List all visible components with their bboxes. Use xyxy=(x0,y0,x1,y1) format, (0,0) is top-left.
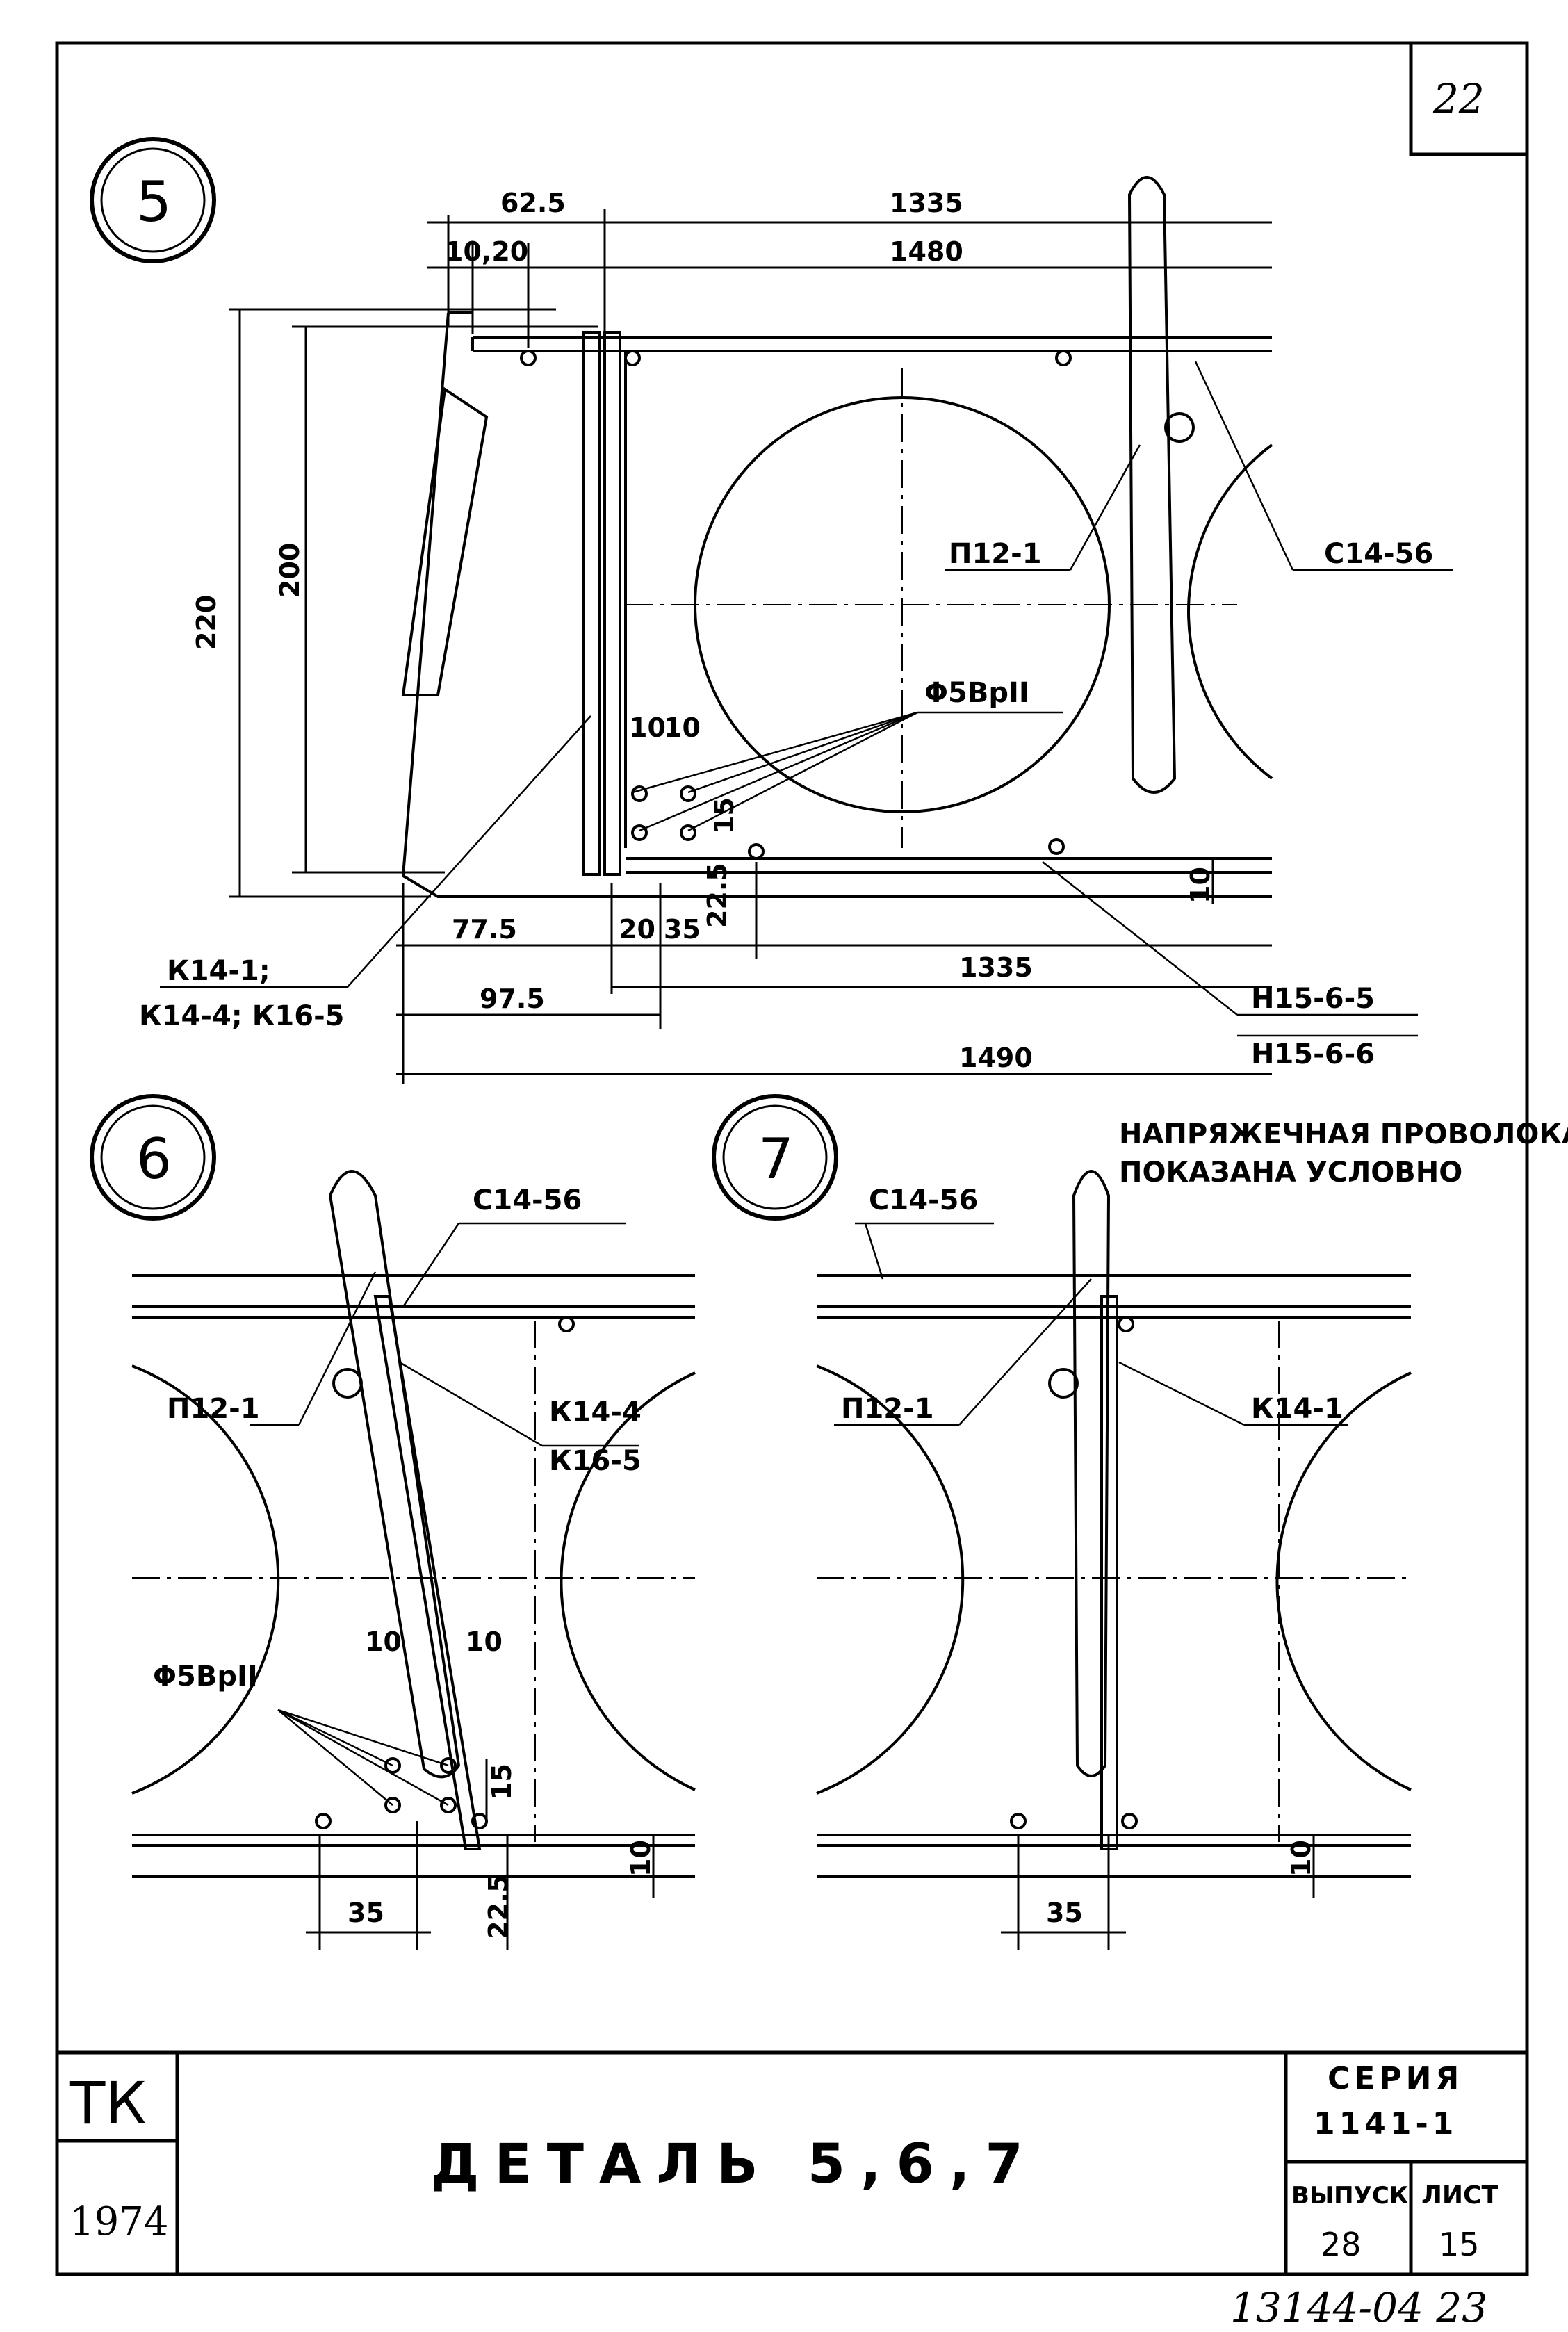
detail-5-dim-220: 220 xyxy=(191,595,222,650)
drawing-title: ДЕТАЛЬ 5,6,7 xyxy=(431,2133,1038,2196)
detail-6-dim-10-right: 10 xyxy=(626,1840,656,1877)
series-label: СЕРИЯ xyxy=(1328,2061,1463,2096)
detail-6-dim-15: 15 xyxy=(487,1763,517,1800)
detail-5-label-k14-1: К14-1; xyxy=(167,955,270,987)
detail-5-dim-20: 20 xyxy=(619,914,655,945)
detail-5-number-circle xyxy=(90,137,216,263)
detail-6-label-c14: С14-56 xyxy=(473,1184,582,1216)
detail-7-number: 7 xyxy=(758,1127,794,1191)
detail-6-label-phi: Φ5ВрII xyxy=(153,1661,258,1693)
year: 1974 xyxy=(70,2199,169,2244)
sheet-number: 22 xyxy=(1432,75,1485,122)
sheet-label: ЛИСТ xyxy=(1421,2181,1498,2210)
detail-5-dim-15: 15 xyxy=(709,797,740,834)
detail-5-dim-62: 62.5 xyxy=(500,188,566,218)
detail-7-label-p12: П12-1 xyxy=(841,1393,934,1425)
detail-6-label-k14-4: К14-4 xyxy=(549,1396,642,1428)
series-value: 1141-1 xyxy=(1314,2106,1457,2142)
detail-7-number-circle xyxy=(712,1094,838,1221)
detail-6-label-k16-5: К16-5 xyxy=(549,1445,642,1477)
detail-5-dim-35: 35 xyxy=(664,914,701,945)
sheet-value: 15 xyxy=(1439,2226,1480,2263)
detail-7-note-line-1: НАПРЯЖЕЧНАЯ ПРОВОЛОКА xyxy=(1119,1118,1568,1150)
detail-5-label-n15-6: Н15-6-6 xyxy=(1251,1038,1375,1070)
detail-6-label-p12: П12-1 xyxy=(167,1393,260,1425)
detail-7-note-line-2: ПОКАЗАНА УСЛОВНО xyxy=(1119,1157,1462,1189)
detail-6-dim-35: 35 xyxy=(348,1898,384,1928)
detail-7-dim-35: 35 xyxy=(1046,1898,1083,1928)
detail-5-dim-1335-top: 1335 xyxy=(890,188,963,218)
detail-7: 7 НАПРЯЖЕЧНАЯ ПРОВОЛОКА ПОКАЗАНА УСЛОВНО xyxy=(712,1094,1568,1950)
title-block xyxy=(57,2053,1527,2274)
issue-label: ВЫПУСК xyxy=(1291,2182,1409,2210)
detail-7-label-k14-1: К14-1 xyxy=(1251,1393,1344,1425)
detail-5-dim-1480: 1480 xyxy=(890,236,963,267)
detail-5-dim-97-5: 97.5 xyxy=(480,984,545,1014)
detail-5-label-n15-5: Н15-6-5 xyxy=(1251,983,1375,1015)
detail-5-label-p12: П12-1 xyxy=(949,538,1042,570)
detail-5-dim-200: 200 xyxy=(275,543,305,598)
detail-5-dim-10b: 10 xyxy=(664,712,701,743)
detail-5-dim-1490: 1490 xyxy=(959,1043,1033,1073)
detail-6-dim-22-5: 22.5 xyxy=(483,1874,514,1939)
sheet-frame xyxy=(55,41,1529,2276)
detail-5: 5 xyxy=(90,137,1453,1084)
detail-5-dim-1335-bottom: 1335 xyxy=(959,952,1033,983)
detail-6-dim-10a: 10 xyxy=(365,1626,402,1657)
detail-6-number: 6 xyxy=(136,1127,172,1191)
detail-5-dim-10a: 10 xyxy=(629,712,666,743)
detail-5-label-c14: С14-56 xyxy=(1324,538,1433,570)
detail-7-dim-10-right: 10 xyxy=(1286,1840,1316,1877)
detail-5-dim-77-5: 77.5 xyxy=(452,914,517,945)
detail-5-dim-1020: 10,20 xyxy=(445,236,528,267)
detail-6: 6 xyxy=(90,1094,696,1950)
issue-value: 28 xyxy=(1321,2226,1362,2263)
detail-6-number-circle xyxy=(90,1094,216,1221)
detail-5-label-k14-4: К14-4; К16-5 xyxy=(139,1000,345,1032)
detail-5-label-phi: Φ5ВрII xyxy=(924,677,1029,709)
detail-5-number: 5 xyxy=(136,170,172,234)
detail-7-label-c14: С14-56 xyxy=(869,1184,978,1216)
detail-5-dim-10-right: 10 xyxy=(1185,867,1216,904)
organization-mark: ТК xyxy=(69,2069,147,2137)
detail-6-dim-10b: 10 xyxy=(466,1626,503,1657)
detail-5-dim-22-5: 22.5 xyxy=(702,863,733,928)
footer-handwritten-number: 13144-04 23 xyxy=(1230,2284,1487,2331)
